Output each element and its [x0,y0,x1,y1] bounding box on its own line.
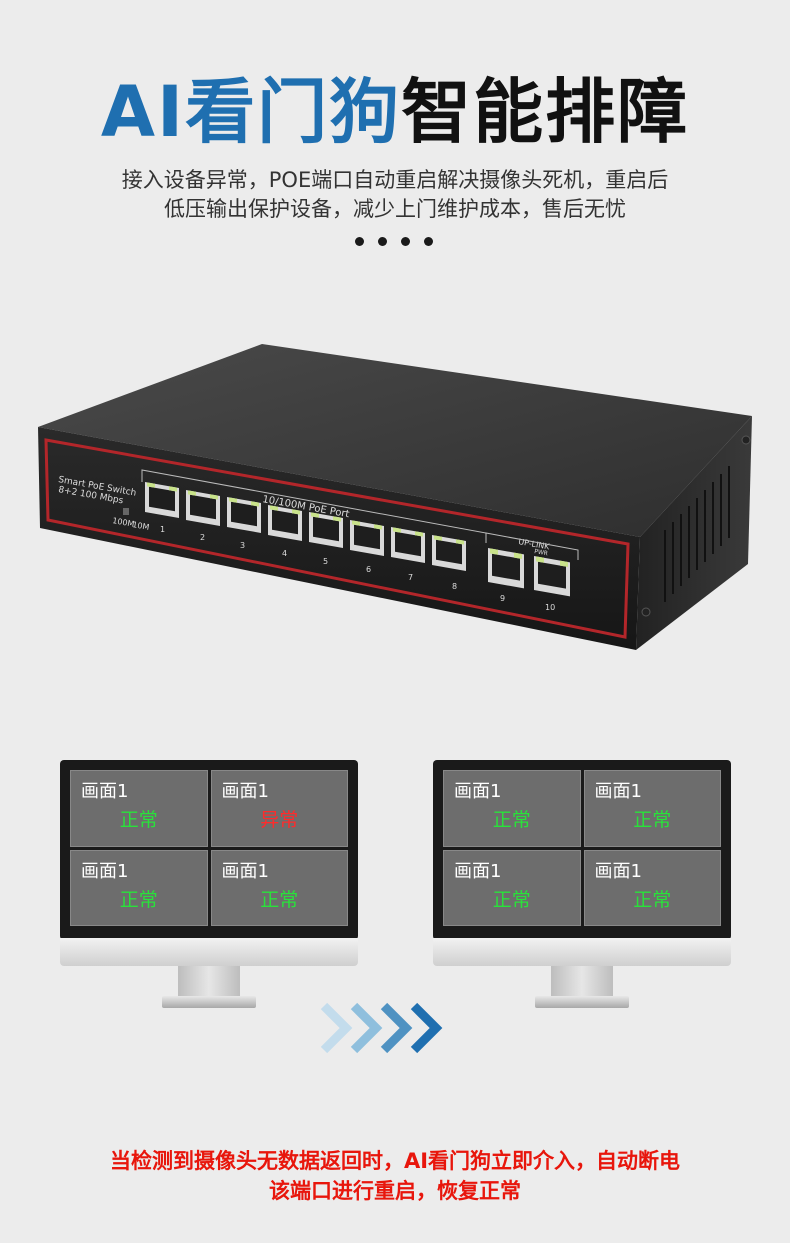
monitor-stand-base [162,996,256,1008]
monitor-stand-neck [178,966,240,1000]
led-100m-label: 100M [112,516,135,529]
dot [355,237,364,246]
subtitle-line-2: 低压输出保护设备，减少上门维护成本，售后无忧 [164,197,626,221]
feed-name: 画面1 [594,860,642,882]
port-number: 9 [500,594,505,603]
port-number: 7 [408,573,413,582]
monitor-stand-neck [551,966,613,1000]
port-number: 4 [282,549,287,558]
monitor-before: 画面1 正常 画面1 异常 画面1 正常 画面1 正常 [60,760,360,1010]
feed-name: 画面1 [454,860,502,882]
port-number: 2 [200,533,205,542]
subtitle-line-1: 接入设备异常，POE端口自动重启解决摄像头死机，重启后 [121,168,669,192]
camera-grid: 画面1 正常 画面1 正常 画面1 正常 画面1 正常 [443,770,721,926]
feed-status: 正常 [633,888,672,911]
dots-divider [355,237,433,246]
camera-feed-cell: 画面1 异常 [210,770,348,847]
monitor-chin [60,938,358,966]
title-black: 智能排障 [401,71,690,153]
camera-feed-cell: 画面1 正常 [443,849,581,926]
footer-line-2: 该端口进行重启，恢复正常 [269,1179,521,1203]
monitor-screen-frame: 画面1 正常 画面1 异常 画面1 正常 画面1 正常 [60,760,358,940]
footer-description: 当检测到摄像头无数据返回时，AI看门狗立即介入，自动断电 该端口进行重启，恢复正… [0,1146,790,1206]
feed-name: 画面1 [81,860,129,882]
rj45-ports [145,482,570,597]
port-number: 1 [160,525,165,534]
title-blue: AI看门狗 [100,71,402,153]
camera-feed-cell: 画面1 正常 [583,849,721,926]
port-number: 3 [240,541,245,550]
feed-status: 正常 [492,888,531,911]
dot [378,237,387,246]
reset-button [123,508,129,515]
feed-status: 正常 [260,888,299,911]
monitor-screen-frame: 画面1 正常 画面1 正常 画面1 正常 画面1 正常 [433,760,731,940]
feed-name: 画面1 [454,781,502,802]
camera-feed-cell: 画面1 正常 [210,849,348,926]
port-number: 8 [452,582,457,591]
port-number: 10 [545,603,555,612]
feed-status: 正常 [119,888,158,911]
feed-status: 正常 [119,809,158,831]
dot [424,237,433,246]
poe-switch-device: Smart PoE Switch 8+2 100 Mbps 10/100M Po… [0,330,790,660]
monitor-stand-base [535,996,629,1008]
camera-grid: 画面1 正常 画面1 异常 画面1 正常 画面1 正常 [70,770,348,926]
pwr-label: PWR [534,548,549,557]
led-10m-label: 10M [132,520,150,532]
port-number: 6 [366,565,371,574]
feed-status: 正常 [492,809,531,831]
feed-name: 画面1 [81,781,129,802]
subtitle: 接入设备异常，POE端口自动重启解决摄像头死机，重启后 低压输出保护设备，减少上… [0,166,790,224]
camera-feed-cell: 画面1 正常 [70,770,208,847]
monitor-after: 画面1 正常 画面1 正常 画面1 正常 画面1 正常 [433,760,733,1010]
feed-name: 画面1 [221,781,269,802]
feed-name: 画面1 [594,781,642,802]
dot [401,237,410,246]
camera-feed-cell: 画面1 正常 [583,770,721,847]
footer-line-1: 当检测到摄像头无数据返回时，AI看门狗立即介入，自动断电 [109,1149,681,1173]
chevron-right-icon [320,1002,443,1054]
camera-feed-cell: 画面1 正常 [443,770,581,847]
port-number: 5 [323,557,328,566]
page-title: AI看门狗智能排障 [0,56,790,157]
feed-name: 画面1 [221,860,269,882]
monitor-chin [433,938,731,966]
camera-feed-cell: 画面1 正常 [70,849,208,926]
feed-status: 异常 [260,809,299,831]
feed-status: 正常 [633,809,672,831]
